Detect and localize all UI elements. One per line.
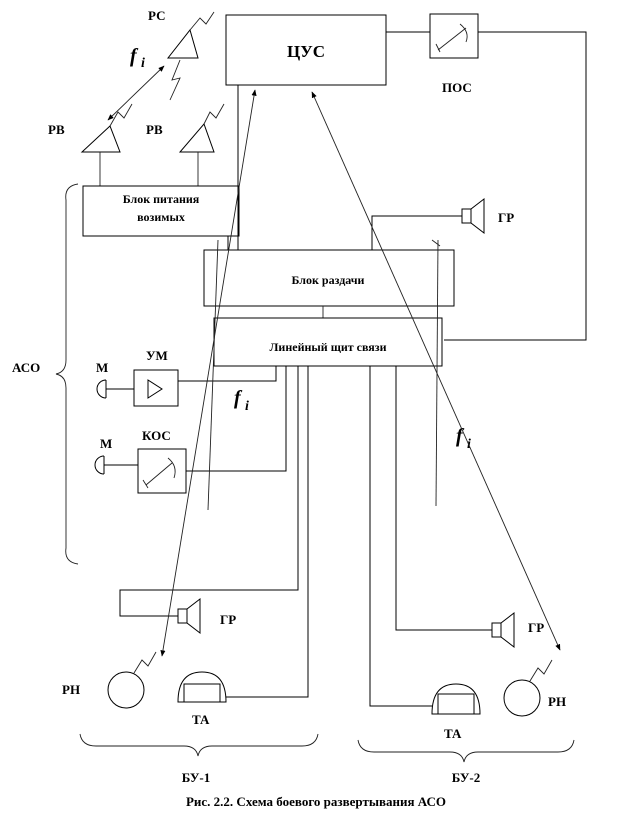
cus-label: ЦУС <box>287 42 325 61</box>
fi-top-label: f i <box>130 45 145 71</box>
rv-right-antenna <box>178 103 225 186</box>
ta-bu2-telephone <box>431 683 481 715</box>
svg-text:i: i <box>141 56 145 71</box>
svg-text:i: i <box>245 399 249 414</box>
power-block-line1: Блок питания <box>123 192 200 206</box>
svg-text:f: f <box>456 425 465 447</box>
pos-device <box>429 13 479 59</box>
gr-top-speaker <box>461 197 485 235</box>
gr-top-label: ГР <box>498 210 514 225</box>
rv-left-label: РВ <box>48 122 65 137</box>
aso-label: АСО <box>12 360 40 375</box>
um-label: УМ <box>146 348 168 363</box>
bu1-ta-wire <box>226 366 309 698</box>
gr-bu2-speaker <box>491 611 515 649</box>
radio-path-right-vertical <box>435 239 439 507</box>
rn-bu2-radio <box>503 659 553 717</box>
ta-bu2-label: ТА <box>444 726 462 741</box>
radio-path-right-tick <box>431 239 441 247</box>
rv-left-antenna <box>80 103 133 186</box>
fi-mid-label: f i <box>234 387 249 414</box>
bu2-brace <box>357 739 575 763</box>
microphone-1-icon <box>96 379 107 399</box>
bu1-label: БУ-1 <box>182 770 211 785</box>
pos-line-panel-wire <box>444 31 587 341</box>
rn-bu1-radio <box>107 651 157 709</box>
m2-label: М <box>100 436 112 451</box>
cus-box <box>225 14 387 86</box>
bu2-gr-wire <box>395 366 492 631</box>
distribution-block-label: Блок раздачи <box>292 273 365 287</box>
svg-text:f: f <box>130 45 139 67</box>
kos-label: КОС <box>142 428 171 443</box>
figure-caption: Рис. 2.2. Схема боевого развертывания АС… <box>186 794 446 809</box>
gr-bu1-speaker <box>177 597 201 635</box>
ta-bu1-telephone <box>177 671 227 703</box>
bu1-gr-wire <box>119 366 299 617</box>
aso-brace <box>55 183 79 565</box>
rs-antenna <box>166 11 215 59</box>
rv-right-label: РВ <box>146 122 163 137</box>
bu2-label: БУ-2 <box>452 770 481 785</box>
ta-bu1-label: ТА <box>192 712 210 727</box>
gr-bu1-label: ГР <box>220 612 236 627</box>
bu2-ta-wire <box>369 366 432 707</box>
kos-device <box>137 448 187 494</box>
m1-label: М <box>96 360 108 375</box>
radio-link-cus-rn1 <box>160 89 257 657</box>
rs-label: РС <box>148 8 166 23</box>
amplifier-icon <box>147 379 163 399</box>
gr-bu2-label: ГР <box>528 620 544 635</box>
fi-right-label: f i <box>456 425 471 452</box>
microphone-2-icon <box>94 455 105 475</box>
radio-path-left-vertical <box>207 239 219 511</box>
rn-bu2-label: РН <box>548 694 566 709</box>
power-block-line2: возимых <box>137 210 185 224</box>
radio-link-cus-rn2 <box>311 91 561 651</box>
um-panel-wire <box>178 366 277 382</box>
radio-link-rs-rv <box>107 59 181 121</box>
pos-label: ПОС <box>442 80 472 95</box>
gr-top-wire <box>371 215 462 250</box>
svg-text:f: f <box>234 387 243 409</box>
bu1-brace <box>79 733 319 757</box>
um-box <box>133 369 179 407</box>
rn-bu1-label: РН <box>62 682 80 697</box>
line-panel-label: Линейный щит связи <box>269 340 386 354</box>
